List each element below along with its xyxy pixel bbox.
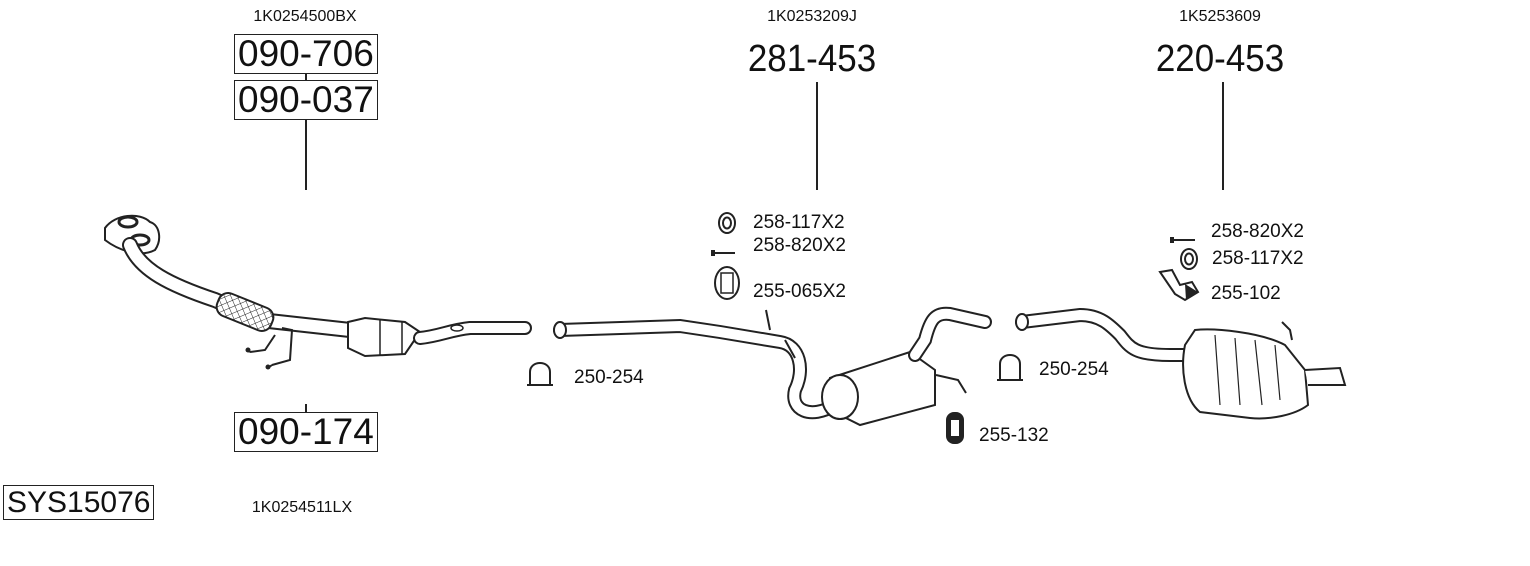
clamp-icon bbox=[997, 354, 1023, 381]
leader-line bbox=[305, 120, 307, 190]
oe-number: 1K0254511LX bbox=[251, 499, 353, 516]
leader-line bbox=[816, 82, 818, 190]
part-number[interactable]: 281-453 bbox=[747, 38, 877, 80]
bolt-icon bbox=[1170, 237, 1195, 243]
accessory-label[interactable]: 255-065X2 bbox=[753, 281, 846, 302]
hanger-label[interactable]: 255-132 bbox=[979, 425, 1049, 446]
rear-silencer-drawing bbox=[1015, 307, 1347, 420]
accessory-label[interactable]: 258-117X2 bbox=[1212, 248, 1304, 269]
accessory-label[interactable]: 258-117X2 bbox=[753, 212, 845, 233]
oe-number: 1K5253609 bbox=[1179, 8, 1261, 25]
oe-number: 1K0254500BX bbox=[253, 8, 357, 25]
part-number-box[interactable]: 090-037 bbox=[234, 80, 378, 120]
middle-silencer-drawing bbox=[553, 306, 992, 427]
system-code: SYS15076 bbox=[3, 485, 155, 520]
clamp-label[interactable]: 250-254 bbox=[1039, 359, 1109, 380]
oe-number: 1K0253209J bbox=[767, 8, 857, 25]
connector-line bbox=[305, 74, 307, 80]
leader-line bbox=[1222, 82, 1224, 190]
accessory-label[interactable]: 258-820X2 bbox=[1211, 221, 1304, 242]
accessory-label[interactable]: 255-102 bbox=[1211, 283, 1281, 304]
rubber-hanger-icon bbox=[946, 412, 964, 444]
part-number-box[interactable]: 090-174 bbox=[234, 412, 378, 452]
gasket-icon bbox=[1180, 248, 1198, 270]
clamp-icon bbox=[527, 362, 553, 386]
gasket-icon bbox=[718, 212, 736, 234]
bolt-icon bbox=[711, 250, 735, 256]
accessory-label[interactable]: 258-820X2 bbox=[753, 235, 846, 256]
part-number-box[interactable]: 090-706 bbox=[234, 34, 378, 74]
bracket-icon bbox=[1158, 268, 1200, 302]
clamp-label[interactable]: 250-254 bbox=[574, 367, 644, 388]
rubber-hanger-icon bbox=[714, 266, 740, 300]
part-number[interactable]: 220-453 bbox=[1155, 38, 1285, 80]
front-pipe-drawing bbox=[104, 214, 532, 370]
